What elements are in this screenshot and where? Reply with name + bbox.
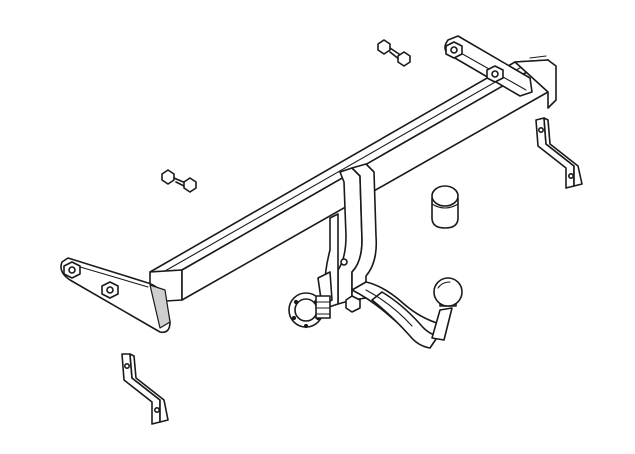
left-mounting-plate (60, 257, 171, 334)
left-support-bracket (121, 353, 169, 425)
right-mounting-plate (444, 35, 533, 97)
left-bolt (161, 169, 197, 193)
right-support-bracket (535, 117, 583, 189)
tow-ball (433, 277, 463, 307)
socket-plate (288, 271, 361, 329)
ball-cover-cap (431, 185, 459, 229)
right-bolt (377, 39, 411, 67)
tow-neck (351, 281, 453, 349)
